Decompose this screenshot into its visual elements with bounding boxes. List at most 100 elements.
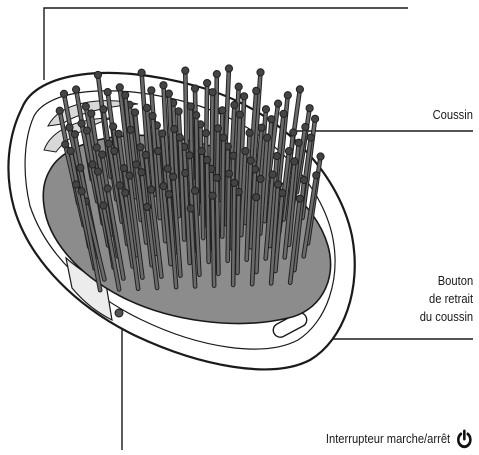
label-interrupteur-text: Interrupteur marche/arrêt <box>326 430 450 448</box>
bristle-shaft <box>228 174 229 261</box>
bristle-tip <box>295 139 302 146</box>
bristle-tip <box>105 140 112 147</box>
bristle-tip <box>257 175 264 182</box>
bristle-tip <box>317 153 324 160</box>
bristle-shaft <box>237 192 238 273</box>
bristle-tip <box>165 90 172 97</box>
bristle-tip <box>296 195 303 202</box>
bristle-tip <box>220 134 227 141</box>
bristle-tip <box>187 205 194 212</box>
bristle-tip <box>138 169 145 176</box>
bristle-tip <box>268 116 275 123</box>
bristle-tip <box>137 144 144 151</box>
bristle-tip <box>280 110 287 117</box>
bristle-tip <box>246 129 253 136</box>
label-interrupteur: Interrupteur marche/arrêt <box>326 429 473 449</box>
bristle-tip <box>72 181 79 188</box>
bristle-shaft <box>207 160 209 262</box>
bristle-tip <box>143 203 150 210</box>
bristle-tip <box>154 147 161 154</box>
bristle-tip <box>66 124 73 131</box>
bristle-tip <box>77 164 84 171</box>
bristle-tip <box>149 112 156 119</box>
bristle-tip <box>291 158 298 165</box>
bristle-tip <box>142 151 149 158</box>
bristle-tip <box>264 134 271 141</box>
bristle-tip <box>60 90 67 97</box>
bristle-tip <box>193 112 200 119</box>
bristle-tip <box>230 152 237 159</box>
bristle-tip <box>219 107 226 114</box>
bristle-tip <box>160 183 167 190</box>
bristle-shaft <box>217 178 219 274</box>
bristle-tip <box>138 69 145 76</box>
bristle-tip <box>241 93 248 100</box>
bristle-tip <box>225 170 232 177</box>
bristle-tip <box>202 130 209 137</box>
bristle-tip <box>115 130 122 137</box>
bristle-tip <box>143 104 150 111</box>
bristle-tip <box>126 172 133 179</box>
bristle-tip <box>214 125 221 132</box>
bristle-tip <box>257 69 264 76</box>
bristle-tip <box>262 106 269 113</box>
bristle-tip <box>83 127 90 134</box>
bristle-tip <box>285 148 292 155</box>
bristle-tip <box>148 186 155 193</box>
bristle-tip <box>231 179 238 186</box>
bristle-tip <box>191 85 198 92</box>
bristle-shaft <box>233 183 234 285</box>
bristle-tip <box>82 103 89 110</box>
bristle-tip <box>100 202 107 209</box>
bristle-tip <box>175 108 182 115</box>
bristle-tip <box>307 134 314 141</box>
bristle-tip <box>67 147 74 154</box>
bristle-tip <box>99 151 106 158</box>
bristle-tip <box>191 187 198 194</box>
bristle-tip <box>73 86 80 93</box>
bristle-tip <box>235 83 242 90</box>
bristle-tip <box>182 67 189 74</box>
bristle-tip <box>301 176 308 183</box>
bristle-tip <box>120 165 127 172</box>
bristle-tip <box>213 174 220 181</box>
bristle-shaft <box>222 138 223 237</box>
bristle-tip <box>274 100 281 107</box>
bristle-tip <box>164 165 171 172</box>
bristle-tip <box>176 134 183 141</box>
bristle-tip <box>306 105 313 112</box>
bristle-tip <box>311 115 318 122</box>
bristle-shaft <box>213 196 215 286</box>
bristle-tip <box>258 124 265 131</box>
bristle-tip <box>122 189 129 196</box>
bristle-tip <box>290 129 297 136</box>
bristle-tip <box>116 84 123 91</box>
bristle-tip <box>284 92 291 99</box>
bristle-tip <box>89 161 96 168</box>
bristle-tip <box>209 89 216 96</box>
bristle-tip <box>148 87 155 94</box>
bristle-tip <box>187 103 194 110</box>
bristle-tip <box>269 171 276 178</box>
bristle-tip <box>56 107 63 114</box>
bristle-tip <box>88 110 95 117</box>
bristle-tip <box>94 71 101 78</box>
bristle-tip <box>225 65 232 72</box>
bristle-tip <box>133 161 140 168</box>
bristle-shaft <box>202 151 204 238</box>
bristle-tip <box>242 148 249 155</box>
bristle-tip <box>302 123 309 130</box>
label-bouton-line3: du coussin <box>420 308 473 326</box>
bristle-tip <box>273 152 280 159</box>
bristle-tip <box>160 82 167 89</box>
bristle-tip <box>198 147 205 154</box>
bristle-tip <box>213 71 220 78</box>
bristle-tip <box>78 188 85 195</box>
label-bouton-line2: de retrait <box>420 290 473 308</box>
bristle-tip <box>236 111 243 118</box>
bristle-tip <box>159 130 166 137</box>
bristle-tip <box>165 191 172 198</box>
bristle-tip <box>247 157 254 164</box>
power-switch-button <box>115 309 123 317</box>
